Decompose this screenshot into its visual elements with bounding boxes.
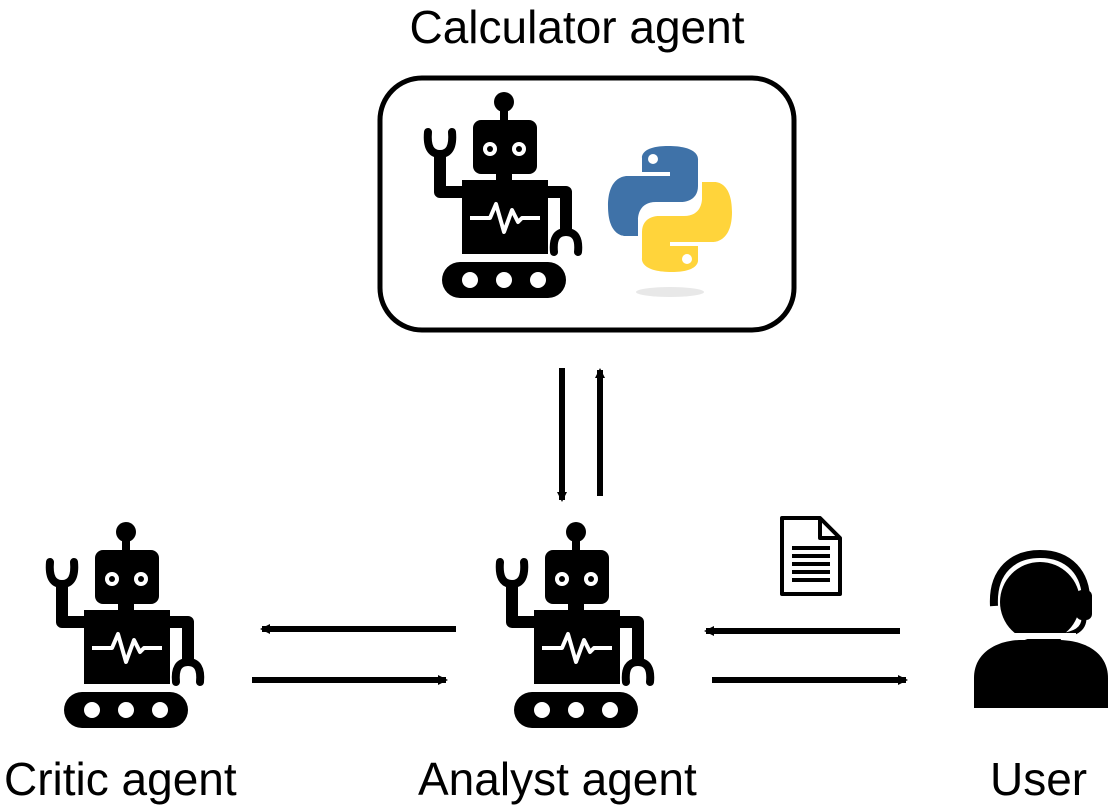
calculator-agent-box xyxy=(377,75,797,333)
calculator-robot-icon xyxy=(428,92,579,298)
critic-agent-label: Critic agent xyxy=(4,753,237,805)
analyst-robot-icon xyxy=(500,522,651,728)
critic-robot-icon xyxy=(50,522,201,728)
document-icon xyxy=(780,516,842,596)
user-headset-icon xyxy=(974,549,1108,708)
user-label: User xyxy=(990,753,1088,805)
calculator-agent-label: Calculator agent xyxy=(409,1,745,53)
analyst-agent-label: Analyst agent xyxy=(418,753,697,805)
python-logo-icon xyxy=(608,146,732,297)
